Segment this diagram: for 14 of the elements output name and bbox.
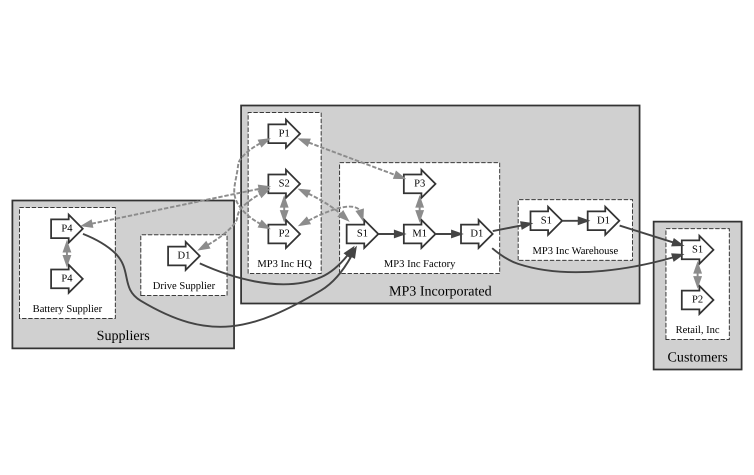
arrow [415,194,424,223]
arrow [562,216,590,226]
arrow [492,247,684,274]
arrow [378,230,407,238]
arrow [199,246,355,286]
arrow [62,240,72,268]
arrow [197,188,271,251]
arrow [492,221,534,232]
arrow [297,138,406,180]
arrow [693,260,702,289]
arrow [436,230,464,238]
arrow [298,206,364,226]
arrow [280,194,289,223]
arrow [298,188,350,222]
